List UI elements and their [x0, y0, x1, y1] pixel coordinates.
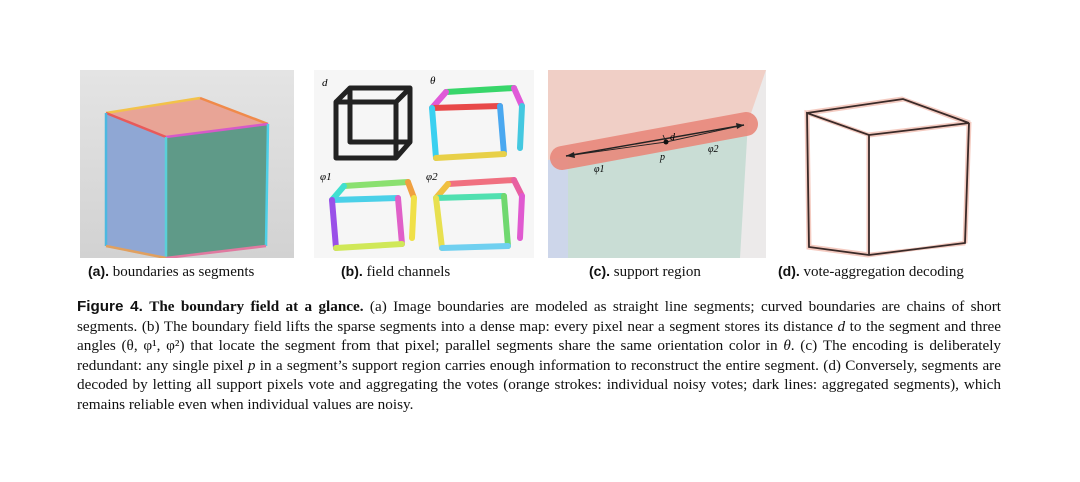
channel-grid: d θ φ1: [314, 70, 534, 258]
segment-line: [565, 124, 745, 157]
panel-c-support-region: p d φ1 φ2: [548, 70, 766, 258]
panel-b-field-channels: d θ φ1: [314, 70, 534, 258]
symbol-p: p: [659, 152, 665, 163]
figure-caption: Figure 4. The boundary field at a glance…: [77, 298, 1002, 413]
panel-d-vote-decoding: [778, 70, 1000, 258]
support-region-illustration: p d φ1 φ2: [548, 70, 766, 258]
figure-title: The boundary field at a glance.: [149, 298, 364, 315]
symbol-d: d: [670, 132, 676, 143]
channel-phi1: [329, 179, 417, 251]
aggregated-segments: [806, 98, 970, 256]
channel-phi2: [433, 177, 525, 251]
channel-d: [333, 85, 413, 161]
boundary-segments: [104, 96, 270, 258]
panel-a-boundaries-image: [80, 70, 294, 258]
subfigure-label-b: (b). field channels: [341, 263, 451, 280]
subfigure-label-c: (c). support region: [589, 263, 701, 280]
channel-label-phi2: φ2: [426, 171, 438, 183]
symbol-phi1: φ1: [594, 164, 605, 175]
channel-theta: [429, 85, 525, 161]
symbol-phi2: φ2: [708, 144, 719, 155]
top-face-zoom: [548, 70, 766, 160]
subfigure-label-d: (d). vote-aggregation decoding: [778, 263, 964, 280]
subfigure-label-a: (a). boundaries as segments: [88, 263, 255, 280]
pixel-p-point: [663, 139, 669, 145]
vote-decoding-illustration: [778, 70, 1000, 258]
cube-illustration: [80, 70, 294, 258]
channel-label-phi1: φ1: [320, 171, 332, 183]
cube-left-face: [106, 113, 166, 258]
figure-number: Figure 4.: [77, 298, 143, 315]
cube-right-face: [166, 124, 268, 258]
channel-label-theta: θ: [430, 75, 436, 87]
channel-label-d: d: [322, 77, 328, 89]
